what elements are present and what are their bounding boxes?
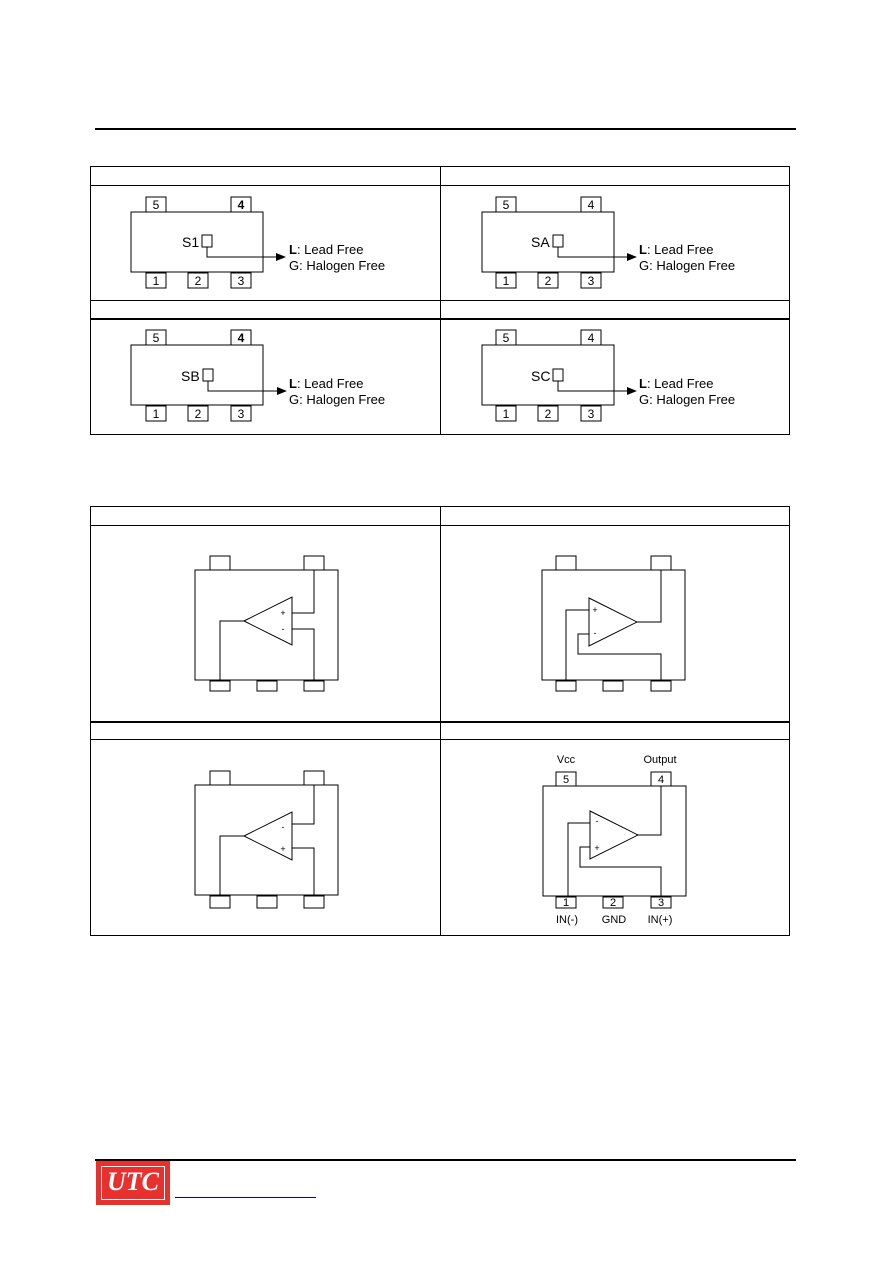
pin-2-label: 2 [545,274,552,288]
legend-lead-free: L: Lead Free [289,242,363,257]
pinout-table-mid-line [91,721,789,723]
utc-logo-frame [101,1166,165,1200]
pin-3-label: 3 [588,407,595,421]
pinout-diagram-4: Vcc Output 5 4 1 2 3 - + IN(-) GND IN(+) [542,754,687,926]
pinout-diagram-1: + - [194,555,339,692]
gnd-label: GND [602,914,627,926]
marking-table-header-line [91,185,789,186]
marking-code: SC [531,368,550,384]
pinout-diagram-3: - + [194,770,339,909]
marking-diagram-sa: 5 4 1 2 3 SA L: Lead Free G: Halogen Fre… [481,196,735,289]
marking-diagram-s1: 5 4 1 2 3 S1 L: Lead Free G: Halogen Fre… [130,196,385,289]
opamp-input-sign-top: + [280,608,285,618]
opamp-input-sign-top: - [282,822,285,832]
pin-5-label: 5 [563,774,569,786]
marking-cell-s1: 5 4 1 2 3 S1 L: Lead Free G: Halogen Fre… [91,186,440,300]
opamp-input-sign-bottom: + [594,843,599,853]
pinout-cell-2: + - [441,526,790,721]
pin-5-label: 5 [503,198,510,212]
pinout-cell-1: + - [91,526,440,721]
footer-rule [95,1159,796,1161]
pinout-cell-4: Vcc Output 5 4 1 2 3 - + IN(-) GND IN(+) [441,741,790,936]
opamp-input-sign-bottom: + [280,844,285,854]
pin-3-label: 3 [238,274,245,288]
pin-5-label: 5 [503,331,510,345]
pin-4-label: 4 [238,331,245,345]
pinout-cell-3: - + [91,741,440,936]
marking-diagram-sc: 5 4 1 2 3 SC L: Lead Free G: Halogen Fre… [481,329,735,422]
legend-halogen-free: G: Halogen Free [639,258,735,273]
legend-halogen-free: G: Halogen Free [289,258,385,273]
marking-table-mid-line-2 [91,318,789,320]
legend-halogen-free: G: Halogen Free [639,392,735,407]
legend-lead-free: L: Lead Free [639,376,713,391]
pinout-diagram-2: + - [541,555,686,692]
pin-2-label: 2 [610,897,616,909]
header-rule [95,128,796,130]
output-label: Output [643,754,676,766]
legend-lead-free: L: Lead Free [289,376,363,391]
pin-5-label: 5 [153,198,160,212]
opamp-input-sign-bottom: - [594,628,597,638]
pin-2-label: 2 [545,407,552,421]
in-minus-label: IN(-) [556,914,578,926]
pin-4-label: 4 [658,774,664,786]
in-plus-label: IN(+) [648,914,673,926]
pinout-table: + - + - [90,506,790,936]
pin-1-label: 1 [563,897,569,909]
opamp-input-sign-top: + [592,605,597,615]
marking-cell-sc: 5 4 1 2 3 SC L: Lead Free G: Halogen Fre… [441,320,790,434]
marking-cell-sa: 5 4 1 2 3 SA L: Lead Free G: Halogen Fre… [441,186,790,300]
opamp-input-sign-top: - [596,816,599,826]
marking-table-mid-line [91,300,789,301]
pin-3-label: 3 [238,407,245,421]
vcc-label: Vcc [557,754,576,766]
legend-lead-free: L: Lead Free [639,242,713,257]
pin-1-label: 1 [153,274,160,288]
pin-1-label: 1 [153,407,160,421]
marking-code: SB [181,368,200,384]
pin-1-label: 1 [503,274,510,288]
pinout-table-header-line [91,525,789,526]
pin-2-label: 2 [195,407,202,421]
utc-logo-text: UTC [107,1167,159,1196]
pin-4-label: 4 [588,331,595,345]
pin-2-label: 2 [195,274,202,288]
website-link[interactable] [175,1183,316,1198]
pin-5-label: 5 [153,331,160,345]
pinout-table-mid-line-2 [91,739,789,740]
pin-1-label: 1 [503,407,510,421]
legend-halogen-free: G: Halogen Free [289,392,385,407]
marking-diagram-sb: 5 4 1 2 3 SB L: Lead Free G: Halogen Fre… [130,329,385,422]
marking-code: SA [531,234,550,250]
marking-table: 5 4 1 2 3 S1 L: Lead Free G: Halogen Fre… [90,166,790,435]
pin-3-label: 3 [658,897,664,909]
utc-logo: UTC [96,1161,170,1205]
opamp-input-sign-bottom: - [282,624,285,634]
marking-cell-sb: 5 4 1 2 3 SB L: Lead Free G: Halogen Fre… [91,320,440,434]
pin-3-label: 3 [588,274,595,288]
pin-4-label: 4 [588,198,595,212]
marking-code: S1 [182,234,199,250]
pin-4-label: 4 [238,198,245,212]
